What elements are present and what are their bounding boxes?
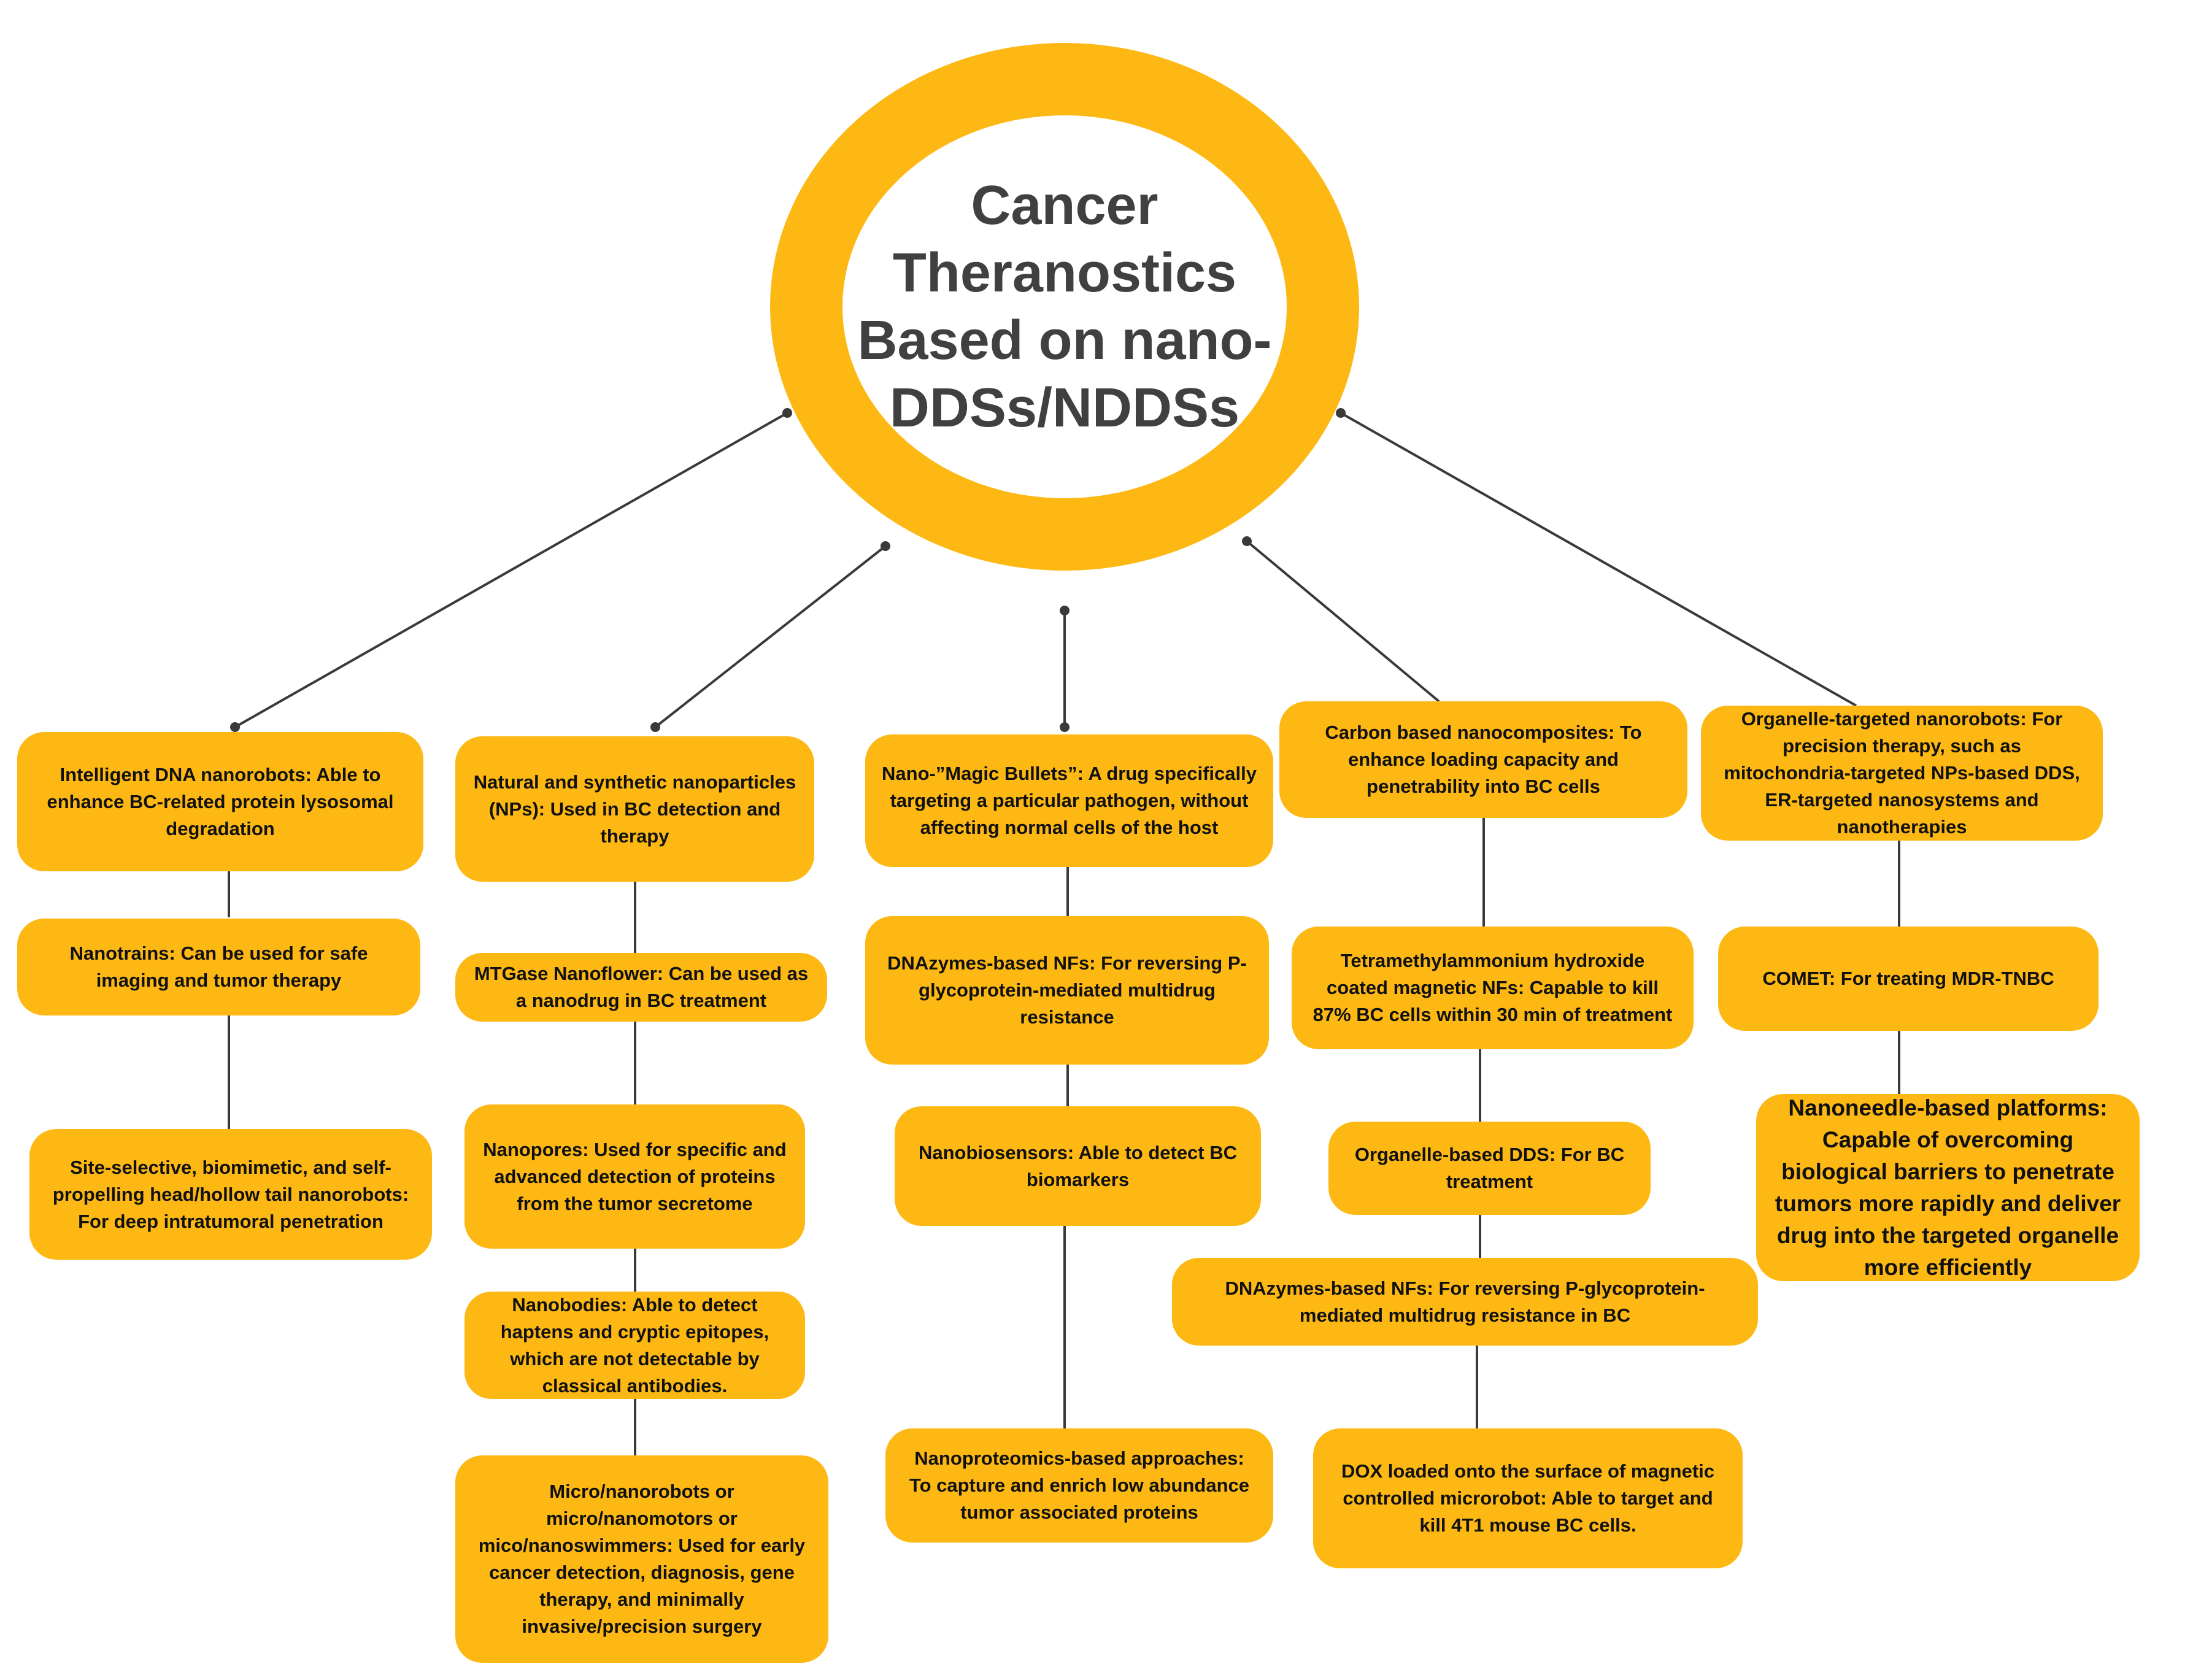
node-nanoneedle-platforms: Nanoneedle-based platforms: Capable of o… [1756,1094,2140,1281]
node-natural-synthetic-nanoparticles: Natural and synthetic nanoparticles (NPs… [455,736,814,882]
connector-dot [650,722,660,732]
connector-dot [881,541,890,551]
connector-dot [1060,722,1070,732]
node-dnazymes-nfs: DNAzymes-based NFs: For reversing P-glyc… [865,916,1269,1065]
node-carbon-nanocomposites: Carbon based nanocomposites: To enhance … [1279,701,1687,818]
node-nanotrains: Nanotrains: Can be used for safe imaging… [17,919,420,1015]
node-site-selective-nanorobots: Site-selective, biomimetic, and self-pro… [29,1129,432,1260]
connector-dot [1242,536,1252,546]
connector-hub-col4 [1246,540,1440,703]
connector-hub-col2 [654,545,887,728]
node-tetramethylammonium-nfs: Tetramethylammonium hydroxide coated mag… [1292,927,1694,1049]
node-organelle-based-dds: Organelle-based DDS: For BC treatment [1328,1122,1651,1215]
connector-dot [1060,606,1070,615]
node-mtgase-nanoflower: MTGase Nanoflower: Can be used as a nano… [455,953,827,1022]
connector-hub-col1 [234,412,788,728]
node-nanopores: Nanopores: Used for specific and advance… [464,1104,805,1249]
connector-dot [1336,408,1346,418]
connector-hub-col5 [1340,412,1857,707]
central-topic-ring: Cancer Theranostics Based on nano-DDSs/N… [770,43,1359,571]
node-nano-magic-bullets: Nano-”Magic Bullets”: A drug specificall… [865,734,1273,867]
node-micro-nanorobots: Micro/nanorobots or micro/nanomotors or … [455,1455,828,1663]
node-nanoproteomics: Nanoproteomics-based approaches: To capt… [885,1428,1273,1543]
node-organelle-targeted-nanorobots: Organelle-targeted nanorobots: For preci… [1701,706,2103,841]
node-comet: COMET: For treating MDR-TNBC [1718,927,2099,1031]
node-intelligent-dna-nanorobots: Intelligent DNA nanorobots: Able to enha… [17,732,423,871]
node-dnazymes-nfs-bc: DNAzymes-based NFs: For reversing P-glyc… [1172,1258,1758,1346]
node-nanobiosensors: Nanobiosensors: Able to detect BC biomar… [895,1106,1261,1226]
node-dox-microrobot: DOX loaded onto the surface of magnetic … [1313,1428,1743,1568]
connector-dot [782,408,792,418]
connector-dot [230,722,240,732]
node-nanobodies: Nanobodies: Able to detect haptens and c… [464,1292,805,1399]
central-topic-title: Cancer Theranostics Based on nano-DDSs/N… [857,175,1272,439]
